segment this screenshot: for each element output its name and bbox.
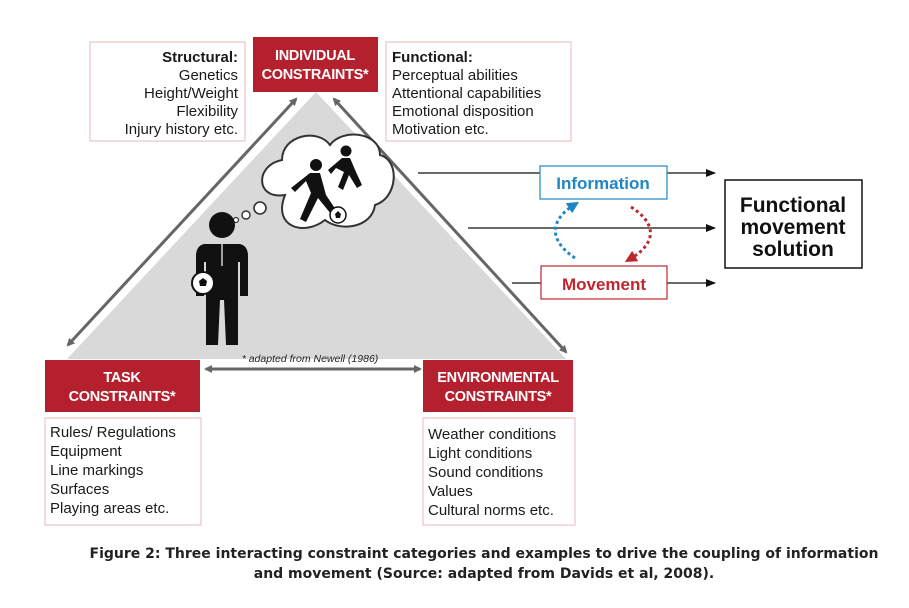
players-ball-icon: [291, 145, 362, 222]
solution-line1: Functional: [740, 194, 846, 217]
individual-title-line2: CONSTRAINTS*: [262, 67, 369, 83]
figure-caption-line1: Figure 2: Three interacting constraint c…: [90, 546, 879, 562]
task-title-line2: CONSTRAINTS*: [69, 389, 176, 405]
individual-title-line1: INDIVIDUAL: [275, 48, 355, 64]
environmental-title-line1: ENVIRONMENTAL: [437, 370, 559, 386]
functional-heading: Functional:: [392, 49, 473, 66]
environmental-constraints-box: [423, 360, 573, 412]
functional-movement-solution-box: [724, 179, 863, 269]
information-box: [539, 165, 668, 200]
individual-task-arrow: [66, 97, 298, 347]
functional-item: Emotional disposition: [392, 103, 534, 120]
functional-item: Perceptual abilities: [392, 67, 518, 84]
solution-line3: solution: [752, 238, 834, 261]
task-example: Playing areas etc.: [50, 500, 169, 517]
coach-figure-icon: [191, 212, 248, 345]
figure-caption-line2: and movement (Source: adapted from David…: [254, 566, 715, 582]
structural-item: Height/Weight: [144, 85, 239, 102]
structural-item: Flexibility: [176, 103, 238, 120]
structural-item: Genetics: [179, 67, 238, 84]
environmental-example: Weather conditions: [428, 426, 556, 443]
environmental-example: Values: [428, 483, 473, 500]
environmental-example: Cultural norms etc.: [428, 502, 554, 519]
environmental-examples-box: [422, 417, 576, 526]
functional-box: [385, 41, 572, 142]
soccer-ball-icon: [329, 206, 347, 224]
environmental-example: Sound conditions: [428, 464, 543, 481]
structural-item: Injury history etc.: [125, 121, 238, 138]
movement-label: Movement: [562, 275, 646, 294]
task-examples-box: [44, 417, 202, 526]
information-label: Information: [556, 174, 650, 193]
structural-box: [89, 41, 246, 142]
task-example: Surfaces: [50, 481, 109, 498]
adapted-note: * adapted from Newell (1986): [242, 353, 379, 365]
task-example: Equipment: [50, 443, 123, 460]
environmental-title-line2: CONSTRAINTS*: [445, 389, 552, 405]
information-to-movement-arrow: [624, 205, 652, 263]
task-constraints-box: [45, 360, 200, 412]
structural-heading: Structural:: [162, 49, 238, 66]
functional-item: Motivation etc.: [392, 121, 489, 138]
functional-item: Attentional capabilities: [392, 85, 541, 102]
task-example: Line markings: [50, 462, 143, 479]
task-title-line1: TASK: [103, 370, 141, 386]
movement-to-information-arrow: [554, 201, 580, 260]
environmental-example: Light conditions: [428, 445, 532, 462]
movement-box: [540, 265, 668, 300]
task-example: Rules/ Regulations: [50, 424, 176, 441]
solution-line2: movement: [740, 216, 845, 239]
individual-constraints-box: [253, 37, 378, 92]
thought-bubble-icon: [232, 133, 395, 229]
